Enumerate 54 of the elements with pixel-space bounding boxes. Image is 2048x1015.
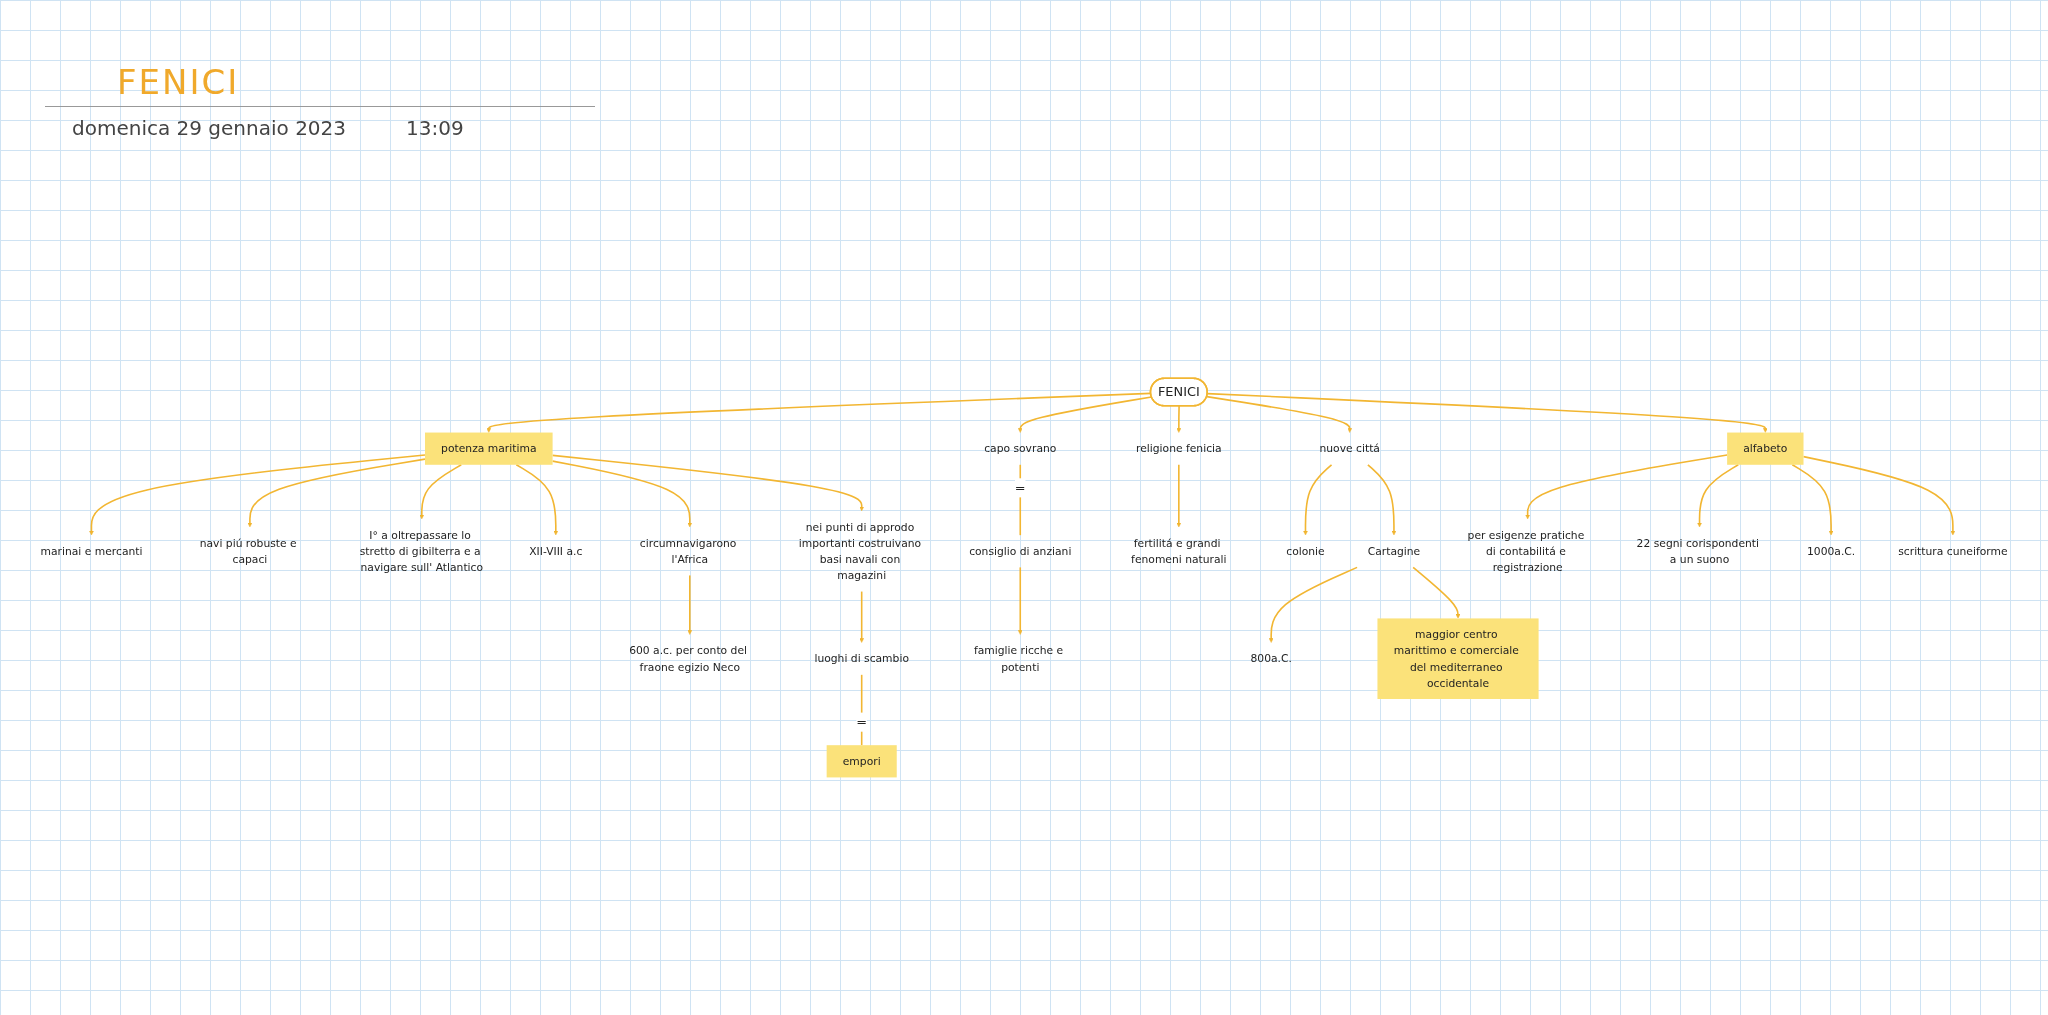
node-text: colonie xyxy=(1286,544,1325,558)
arrow xyxy=(1176,463,1182,527)
node-box: maggior centro marittimo e comerciale del mediterraneo occidentale xyxy=(1377,618,1539,699)
edge-label: = xyxy=(856,714,868,730)
node-text: circumnavigarono l'Africa xyxy=(639,536,737,566)
page-title: FENICI xyxy=(117,62,241,102)
arrow xyxy=(551,454,865,511)
arrow xyxy=(1697,463,1740,527)
arrow xyxy=(1206,392,1768,433)
arrow xyxy=(1017,566,1023,635)
node-text: luoghi di scambio xyxy=(814,651,909,665)
arrow xyxy=(1268,566,1358,643)
node-text: navi piú robuste e capaci xyxy=(199,536,297,566)
node-text: Cartagine xyxy=(1367,544,1421,558)
arrow xyxy=(1802,455,1956,535)
node-text: XII-VIII a.c xyxy=(529,544,583,558)
node-text: famiglie ricche e potenti xyxy=(973,643,1064,673)
arrow xyxy=(1412,566,1461,619)
arrow xyxy=(247,457,426,527)
node-text: marinai e mercanti xyxy=(40,544,143,558)
node-text: religione fenicia xyxy=(1136,441,1222,455)
node-text: 22 segni corispondenti a un suono xyxy=(1636,536,1760,566)
arrow xyxy=(687,574,693,635)
node-box: alfabeto xyxy=(1727,432,1804,465)
node-text: I° a oltrepassare lo stretto di gibilterra e a navigare sull' Atlantico xyxy=(359,528,484,574)
edge-label: = xyxy=(1014,480,1026,496)
node-text: nuove cittá xyxy=(1319,441,1380,455)
arrow xyxy=(1367,463,1397,535)
node-box: empori xyxy=(826,744,897,778)
arrow xyxy=(515,463,559,535)
arrow xyxy=(1791,463,1834,535)
node-box: potenza maritima xyxy=(425,432,553,465)
arrow xyxy=(1525,453,1728,519)
arrow xyxy=(486,392,1152,433)
connector xyxy=(1019,463,1022,536)
arrow xyxy=(1017,395,1153,433)
node-text: 1000a.C. xyxy=(1806,544,1856,558)
time-label: 13:09 xyxy=(406,116,464,140)
node-text: consiglio di anziani xyxy=(969,544,1072,558)
arrow xyxy=(1303,463,1333,535)
node-text: per esigenze pratiche di contabilitá e registrazione xyxy=(1467,528,1585,574)
node-text: 600 a.c. per conto del fraone egizio Neco xyxy=(629,643,747,673)
arrow xyxy=(551,459,693,527)
date-label: domenica 29 gennaio 2023 xyxy=(72,116,347,140)
node-text: scrittura cuneiforme xyxy=(1898,544,2008,558)
arrow xyxy=(859,590,865,643)
arrow xyxy=(419,463,463,519)
connector xyxy=(860,673,863,746)
node-text: capo sovrano xyxy=(984,441,1057,455)
arrow xyxy=(1176,404,1182,433)
node-text: nei punti di approdo importanti costruivano basi navali con magazini xyxy=(798,520,922,582)
node-text: 800a.C. xyxy=(1250,651,1292,665)
node-text: fertilitá e grandi fenomeni naturali xyxy=(1131,536,1227,566)
arrow xyxy=(89,453,426,535)
